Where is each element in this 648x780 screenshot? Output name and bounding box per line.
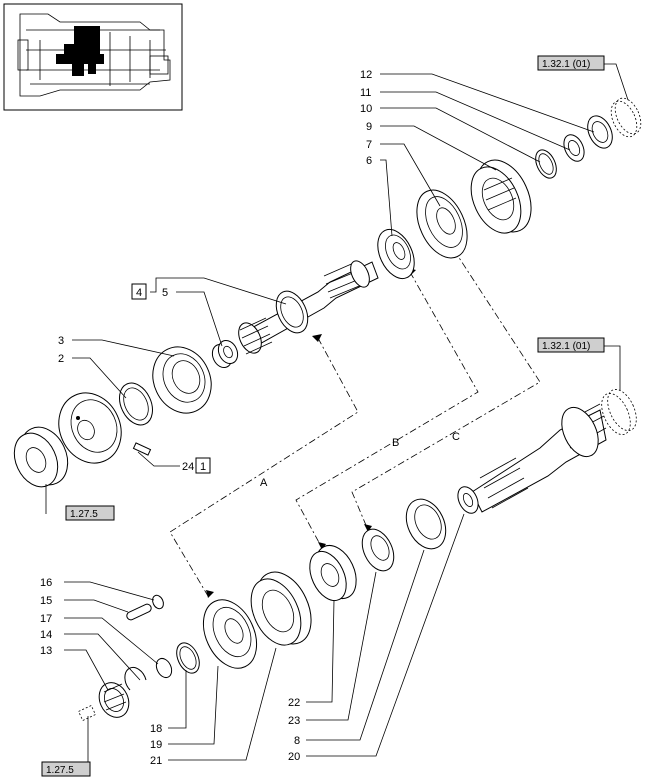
leader-lines: [45, 63, 629, 770]
reference-box-top-right[interactable]: 1.32.1 (01): [537, 55, 605, 71]
callout-9: 9: [366, 121, 372, 133]
callout-7: 7: [366, 139, 372, 151]
callout-10: 10: [360, 103, 372, 115]
part-22-gear: [309, 545, 357, 602]
reference-label-bottom-left: 1.27.5: [46, 765, 74, 776]
callout-numbers: 12 11 10 9 7 6 5 3 2 24 16 15 17 14 13 1…: [40, 69, 372, 767]
reference-label-left-gear: 1.27.5: [70, 509, 98, 520]
assembly-path-lines: [169, 246, 541, 598]
path-letter-b: B: [392, 437, 399, 449]
callout-24: 24: [182, 461, 194, 473]
callout-2: 2: [58, 353, 64, 365]
part-12-needle-bearing: [587, 115, 613, 149]
callout-6: 6: [366, 155, 372, 167]
part-15-pin: [126, 603, 152, 621]
part-13-needle-bearing: [98, 682, 130, 718]
part-19-gear: [202, 599, 258, 669]
left-spur-gear: [13, 426, 69, 488]
callout-19: 19: [150, 739, 162, 751]
callout-14: 14: [40, 629, 52, 641]
part-11-washer: [563, 134, 585, 162]
housing-flange: [58, 392, 122, 464]
upper-shaft-assembly: [211, 97, 642, 369]
path-letter-a: A: [260, 477, 268, 489]
reference-label-top-right: 1.32.1 (01): [542, 59, 590, 70]
reference-box-mid-right[interactable]: 1.32.1 (01): [537, 337, 605, 353]
callout-16: 16: [40, 577, 52, 589]
callout-5: 5: [162, 287, 168, 299]
callout-15: 15: [40, 595, 52, 607]
part-14-snap-ring: [124, 666, 147, 691]
part-16-clip: [152, 594, 164, 610]
boxed-number-1-label: 1: [200, 461, 206, 473]
locator-thumbnail: [3, 3, 183, 111]
left-bearing-group: [13, 346, 212, 488]
boxed-number-4-label: 4: [136, 287, 142, 299]
reference-box-bottom-left[interactable]: 1.27.5: [41, 761, 91, 777]
reference-label-mid-right: 1.32.1 (01): [542, 341, 590, 352]
callout-12: 12: [360, 69, 372, 81]
part-6-gear: [377, 228, 415, 280]
callout-23: 23: [288, 715, 300, 727]
referenced-bearing-lower: [601, 389, 637, 435]
callout-18: 18: [150, 723, 162, 735]
path-letter-c: C: [452, 431, 460, 443]
boxed-number-1: 1: [195, 457, 211, 474]
part-5-bushing: [211, 339, 239, 369]
part-9-synchro-hub: [470, 159, 532, 234]
lower-shaft-assembly: [78, 389, 637, 722]
callout-11: 11: [360, 87, 371, 99]
part-3-ball-bearing: [152, 346, 212, 414]
callout-21: 21: [150, 755, 162, 767]
callout-8: 8: [294, 735, 300, 747]
part-8-bearing: [405, 498, 447, 550]
callout-22: 22: [288, 697, 300, 709]
part-24-pin: [132, 442, 152, 456]
callout-20: 20: [288, 751, 300, 763]
part-21-synchro: [250, 571, 312, 646]
boxed-number-4: 4: [131, 283, 147, 300]
callout-3: 3: [58, 335, 64, 347]
part-7-gear: [416, 189, 468, 259]
callout-13: 13: [40, 645, 52, 657]
part-2-snap-ring: [119, 382, 153, 426]
part-18-ring: [176, 642, 200, 674]
part-23-gear: [361, 528, 395, 572]
referenced-part-lower: [78, 704, 96, 722]
callout-17: 17: [40, 613, 52, 625]
part-17-snap-ring: [155, 657, 173, 679]
part-10-snap-ring: [535, 149, 557, 179]
reference-box-left-gear[interactable]: 1.27.5: [65, 505, 115, 521]
path-letters: A B C: [260, 431, 460, 489]
